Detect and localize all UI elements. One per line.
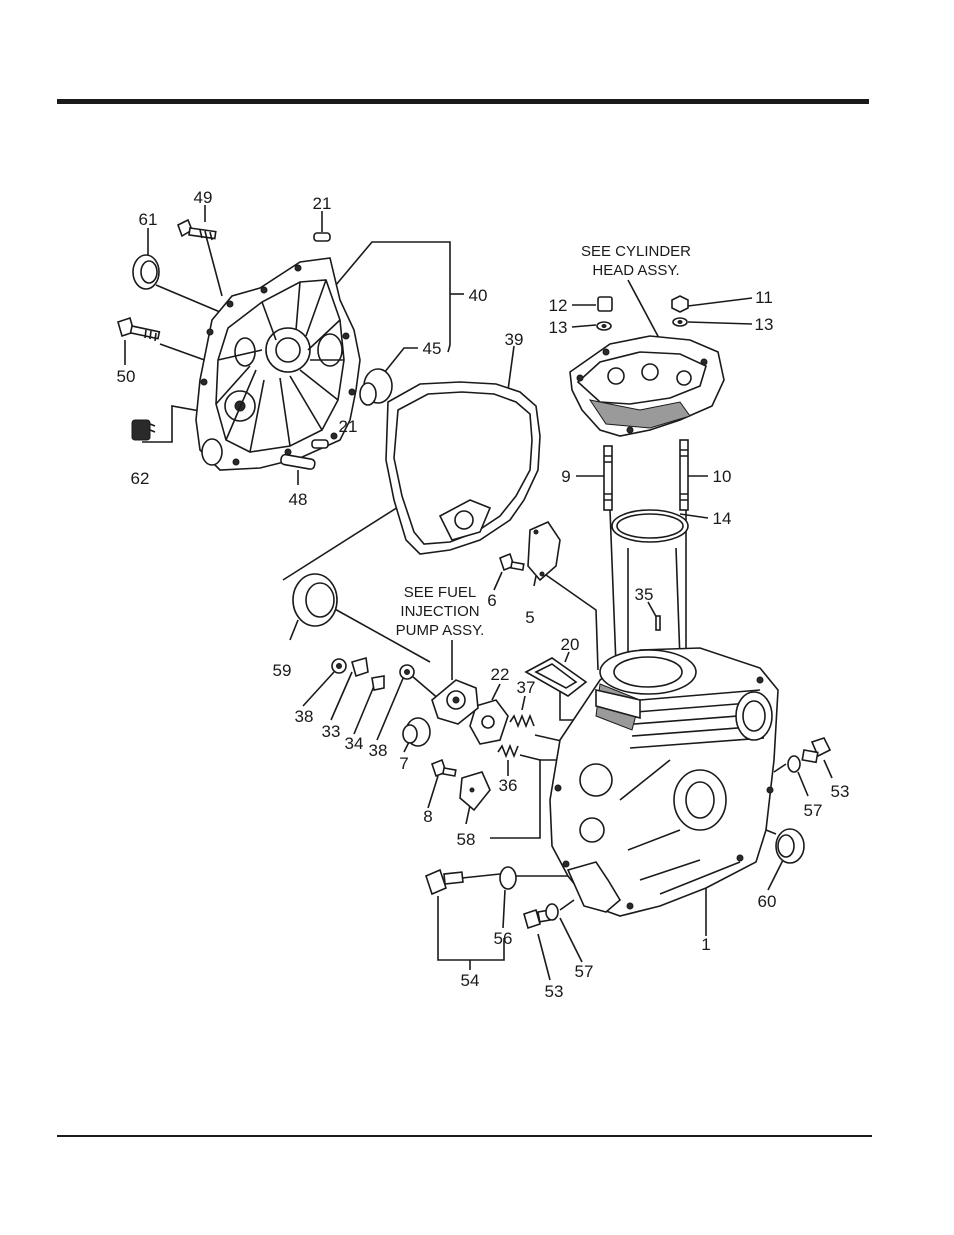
plug-62 [132,420,155,440]
cover-5 [528,522,560,580]
part-33 [352,658,368,676]
crankcase-block [550,648,778,916]
washer-57-lower [546,904,558,920]
callout-21: 21 [339,417,358,436]
oil-seal-59 [293,574,337,626]
callout-53: 53 [831,782,850,801]
callout-11: 11 [755,288,773,307]
callout-40: 40 [469,286,488,305]
svg-text:SEE FUEL: SEE FUEL [404,584,477,601]
spring-37 [510,716,534,726]
bearing-45 [360,369,392,405]
callout-6: 6 [487,591,496,610]
callout-54: 54 [461,971,480,990]
callout-10: 10 [713,467,732,486]
callout-36: 36 [499,776,518,795]
cylinder-head [570,336,724,436]
callout-57: 57 [804,801,823,820]
callout-13: 13 [755,315,774,334]
callout-12: 12 [549,296,568,315]
svg-text:PUMP ASSY.: PUMP ASSY. [396,622,485,639]
gasket-39 [386,382,540,554]
oil-seal-60 [776,829,804,863]
callout-39: 39 [505,330,524,349]
callout-57: 57 [575,962,594,981]
bolt-8 [432,760,456,776]
pin-35 [656,616,660,630]
callout-21: 21 [313,194,332,213]
callout-59: 59 [273,661,292,680]
plate-58 [460,772,490,810]
plug-53-right [802,738,830,762]
callout-20: 20 [561,635,580,654]
spring-36 [498,746,518,756]
callout-13: 13 [549,318,568,337]
callout-7: 7 [399,754,408,773]
callout-49: 49 [194,188,213,207]
bushing-7 [403,718,430,746]
callout-62: 62 [131,469,150,488]
note-fuel-injection: SEE FUEL INJECTION PUMP ASSY. [396,584,485,639]
callout-8: 8 [423,807,432,826]
bolt-50 [118,318,159,341]
callout-14: 14 [713,509,732,528]
callout-60: 60 [758,892,777,911]
oil-seal-61 [133,255,159,289]
note-cylinder-head: SEE CYLINDER HEAD ASSY. [581,243,691,279]
callout-9: 9 [561,467,570,486]
callout-33: 33 [322,722,341,741]
bolt-49 [178,220,216,240]
svg-text:SEE CYLINDER: SEE CYLINDER [581,243,691,260]
callout-1: 1 [701,935,710,954]
dipstick-54 [426,870,500,894]
callout-53: 53 [545,982,564,1001]
callout-38: 38 [369,741,388,760]
bolt-6 [500,554,524,570]
dowel-pin-21-top [314,233,330,241]
callout-38: 38 [295,707,314,726]
nut-11 [672,296,688,312]
callout-22: 22 [491,665,510,684]
dowel-pin-21-lower [312,440,328,448]
callout-34: 34 [345,734,364,753]
cap-nut-12 [598,297,612,311]
part-34 [372,676,384,690]
callout-58: 58 [457,830,476,849]
fuel-pump-body [432,680,478,724]
shaft-48 [280,454,315,470]
svg-text:INJECTION: INJECTION [400,603,479,620]
svg-text:HEAD ASSY.: HEAD ASSY. [592,262,679,279]
callout-61: 61 [139,210,158,229]
callout-5: 5 [525,608,534,627]
callout-35: 35 [635,585,654,604]
callout-48: 48 [289,490,308,509]
footer-rule [57,1135,872,1137]
callout-56: 56 [494,929,513,948]
callout-37: 37 [517,678,536,697]
callout-50: 50 [117,367,136,386]
o-ring-56 [500,867,516,889]
washer-57-right [788,756,800,772]
callout-45: 45 [423,339,442,358]
